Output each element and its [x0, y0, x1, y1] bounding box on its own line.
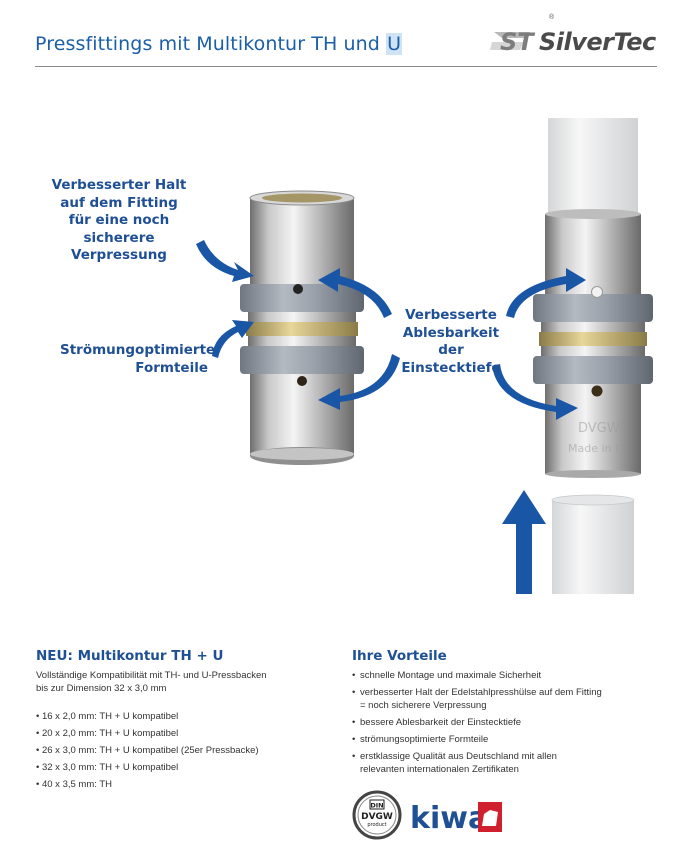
- din-badge-top: DIN: [370, 802, 383, 810]
- fitting-marking-dvgw: DVGW: [578, 421, 620, 436]
- list-item-text: 40 x 3,5 mm: TH: [41, 779, 113, 790]
- din-badge-bottom: product: [367, 822, 386, 828]
- list-item-text: 20 x 2,0 mm: TH + U kompatibel: [41, 728, 179, 739]
- bullet: •: [36, 745, 40, 756]
- advantages-list: • schnelle Montage und maximale Sicherhei…: [352, 669, 602, 780]
- din-dvgw-badge-icon: DIN DVGW product: [352, 790, 402, 840]
- list-item: • verbesserter Halt der Edelstahlpresshül…: [352, 686, 602, 712]
- list-item: • erstklassige Qualität aus Deutschland m…: [352, 750, 602, 776]
- bullet: •: [36, 728, 40, 739]
- kiwa-badge-text: kiwa: [410, 801, 488, 836]
- callout-line: für eine noch sicherere: [68, 212, 170, 246]
- list-item-text: erstklassige Qualität aus Deutschland mi…: [360, 751, 557, 775]
- callout-line: Strömungoptimierte: [60, 342, 216, 358]
- list-item: • 16 x 2,0 mm: TH + U kompatibel: [36, 710, 259, 727]
- list-item: • 20 x 2,0 mm: TH + U kompatibel: [36, 727, 259, 744]
- callout-line: auf dem Fitting: [60, 194, 178, 211]
- bullet: •: [352, 670, 356, 681]
- list-item-text: 32 x 3,0 mm: TH + U kompatibel: [41, 762, 179, 773]
- din-badge-mid: DVGW: [361, 812, 393, 822]
- fitting-marking-made-in: Made in D: [568, 442, 623, 455]
- logo-mark-text: ST: [500, 28, 535, 56]
- bullet: •: [352, 734, 356, 745]
- list-item-text: verbesserter Halt der Edelstahlpresshüls…: [360, 687, 602, 711]
- page-title-highlight: U: [386, 33, 403, 55]
- left-press-fitting: [240, 190, 364, 465]
- section-intro: Vollständige Kompatibilität mit TH- und …: [36, 669, 326, 695]
- callout-flow-optimized: Strömungoptimierte Formteile: [60, 342, 216, 377]
- list-item-text: strömungsoptimierte Formteile: [360, 734, 489, 745]
- silvertec-logo-icon: ST: [490, 28, 535, 56]
- header-divider: [35, 66, 657, 67]
- fitting-illustration: DVGW Made in D: [196, 118, 653, 594]
- callout-line: Verpressung: [71, 247, 167, 263]
- callout-arrows: [196, 240, 586, 594]
- section-heading-new: NEU: Multikontur TH + U: [36, 648, 224, 664]
- callout-line: Formteile: [135, 359, 208, 376]
- callout-line: Verbesserte: [405, 307, 497, 323]
- callout-readability: Verbesserte Ablesbarkeit der Einstecktie…: [392, 307, 510, 377]
- callout-line: Ablesbarkeit der: [402, 324, 500, 359]
- bullet: •: [352, 687, 356, 698]
- kiwa-logo-icon: kiwa: [410, 801, 502, 836]
- list-item: • strömungsoptimierte Formteile: [352, 733, 602, 746]
- list-item-text: 16 x 2,0 mm: TH + U kompatibel: [41, 711, 179, 722]
- bullet: •: [36, 762, 40, 773]
- list-item: • schnelle Montage und maximale Sicherhei…: [352, 669, 602, 682]
- list-item-text: bessere Ablesbarkeit der Einstecktiefe: [360, 717, 522, 728]
- list-item: • 26 x 3,0 mm: TH + U kompatibel (25er P…: [36, 744, 259, 761]
- list-item-text: 26 x 3,0 mm: TH + U kompatibel (25er Pre…: [41, 745, 259, 756]
- list-item: • bessere Ablesbarkeit der Einstecktiefe: [352, 716, 602, 729]
- list-item: • 32 x 3,0 mm: TH + U kompatibel: [36, 761, 259, 778]
- callout-line: Einstecktiefe: [401, 359, 501, 376]
- list-item-text: schnelle Montage und maximale Sicherheit: [360, 670, 542, 681]
- dimension-list: • 16 x 2,0 mm: TH + U kompatibel • 20 x …: [36, 710, 259, 795]
- bullet: •: [352, 717, 356, 728]
- logo-trademark: ®: [549, 14, 555, 21]
- intro-line: bis zur Dimension 32 x 3,0 mm: [36, 683, 167, 694]
- page-title: Pressfittings mit Multikontur TH und U: [35, 33, 403, 55]
- section-heading-advantages: Ihre Vorteile: [352, 648, 447, 664]
- bullet: •: [36, 711, 40, 722]
- bullet: •: [352, 751, 356, 762]
- logo-wordmark: SilverTec: [539, 28, 656, 56]
- list-item: • 40 x 3,5 mm: TH: [36, 778, 259, 795]
- callout-improved-hold: Verbesserter Halt auf dem Fitting für ei…: [40, 177, 198, 265]
- page-title-main: Pressfittings mit Multikontur TH und: [35, 33, 387, 55]
- intro-line: Vollständige Kompatibilität mit TH- und …: [36, 670, 267, 681]
- bullet: •: [36, 779, 40, 790]
- right-press-fitting: DVGW Made in D: [533, 118, 653, 594]
- callout-line: Verbesserter Halt: [51, 177, 187, 193]
